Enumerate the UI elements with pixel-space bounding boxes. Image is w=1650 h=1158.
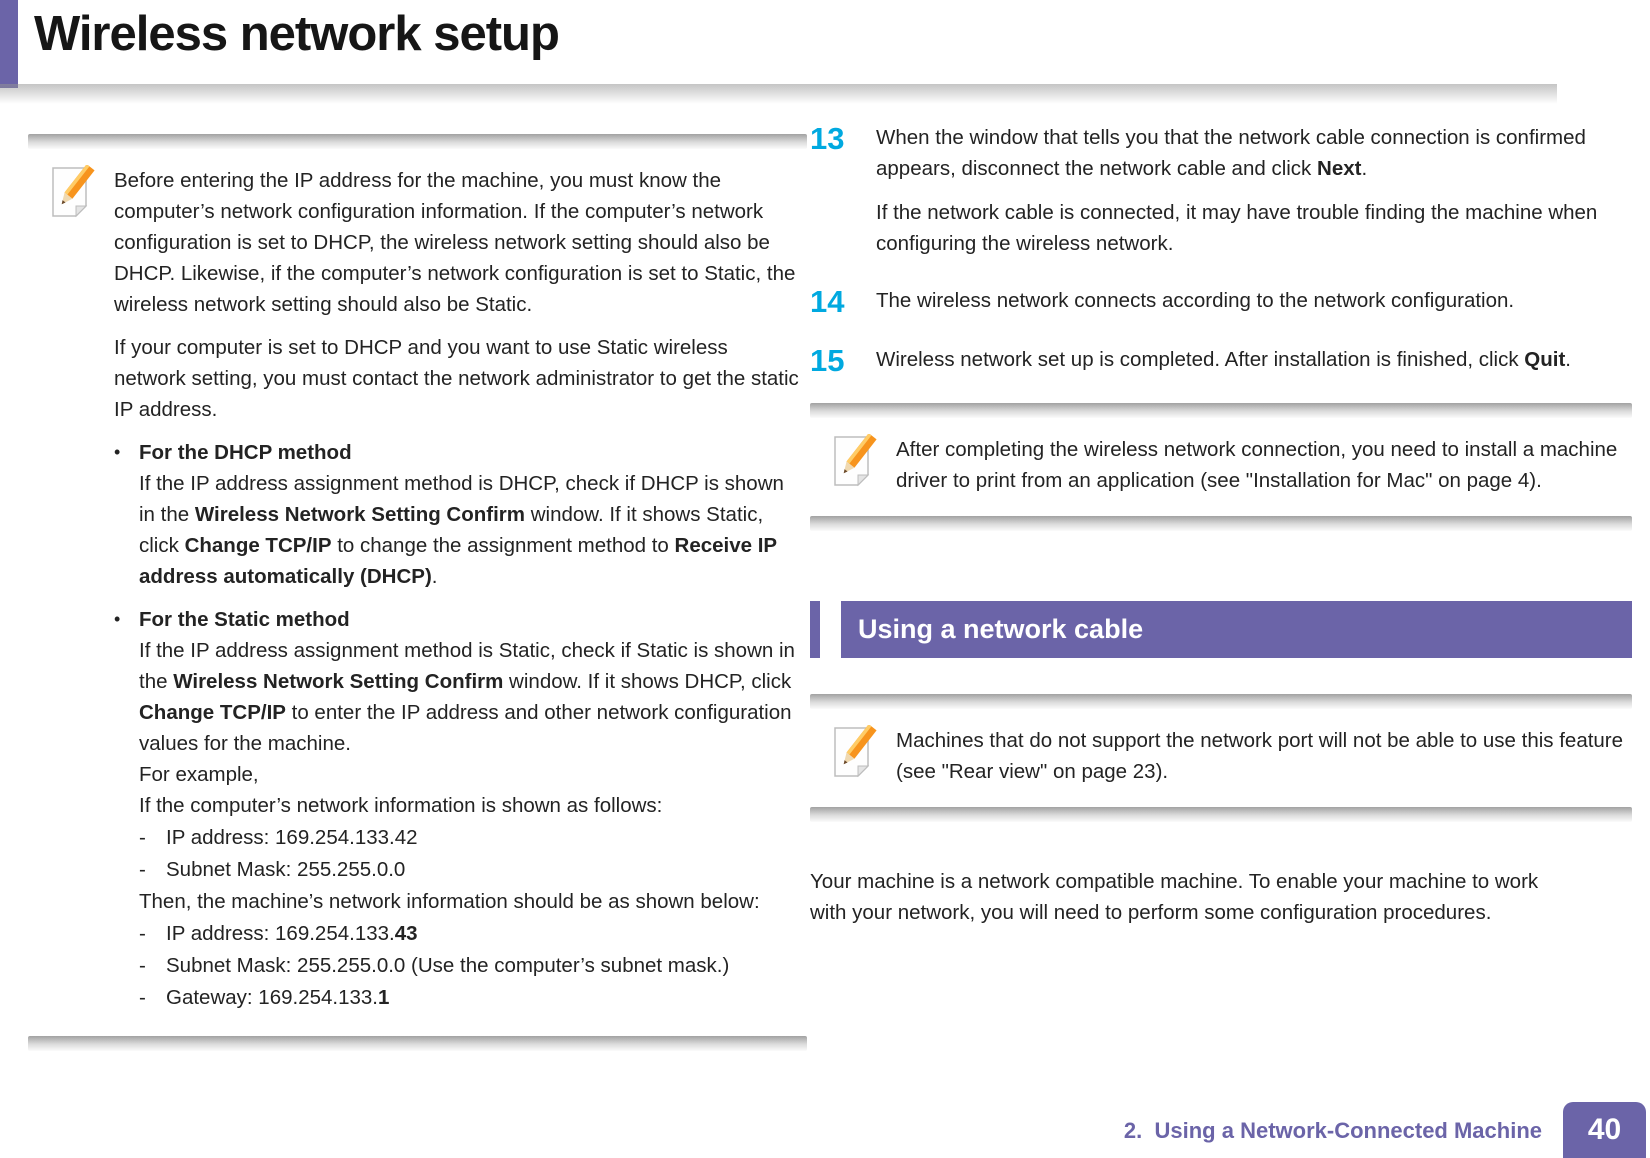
step-text: Wireless network set up is completed. Af…	[876, 344, 1632, 377]
note-pencil-icon	[834, 434, 877, 487]
step-text: The wireless network connects according …	[876, 285, 1632, 318]
step-13: 13 When the window that tells you that t…	[810, 122, 1632, 259]
note-bottom-border	[810, 807, 1632, 822]
section-header-title: Using a network cable	[841, 601, 1632, 658]
page-number: 40	[1587, 1113, 1622, 1146]
page-number-badge: 40	[1563, 1102, 1646, 1158]
list-item: - Subnet Mask: 255.255.0.0	[139, 858, 406, 881]
note-bottom-border	[810, 516, 1632, 531]
bullet-marker: •	[114, 609, 121, 629]
note-paragraph: After completing the wireless network co…	[896, 438, 1618, 492]
note-paragraph: Machines that do not support the network…	[896, 729, 1624, 783]
list-item: - IP address: 169.254.133.43	[139, 922, 418, 945]
note-paragraph: If your computer is set to DHCP and you …	[114, 336, 799, 421]
step-text: When the window that tells you that the …	[876, 122, 1632, 259]
note-pencil-icon	[834, 725, 877, 778]
note-top-border	[28, 134, 807, 149]
title-accent-bar	[0, 0, 18, 88]
bullet-body: If the IP address assignment method is D…	[139, 472, 784, 588]
note-box-network-port: Machines that do not support the network…	[810, 694, 1632, 822]
bullet-title: For the Static method	[139, 608, 350, 631]
list-item: - IP address: 169.254.133.42	[139, 826, 418, 849]
step-14: 14 The wireless network connects accordi…	[810, 285, 1632, 318]
step-15: 15 Wireless network set up is completed.…	[810, 344, 1632, 377]
example-intro: For example,	[139, 763, 259, 786]
footer-chapter-label: 2. Using a Network-Connected Machine	[1123, 1118, 1542, 1143]
page-title: Wireless network setup	[34, 7, 560, 61]
bullet-title: For the DHCP method	[139, 441, 352, 464]
bullet-item-dhcp: • For the DHCP method If the IP address …	[114, 437, 803, 592]
list-item: - Gateway: 169.254.133.1	[139, 986, 390, 1009]
note-top-border	[810, 403, 1632, 418]
note-top-border	[810, 694, 1632, 709]
example-condition: If the computer’s network information is…	[139, 794, 663, 817]
closing-paragraph: Your machine is a network compatible mac…	[810, 870, 1539, 924]
bullet-item-static: • For the Static method If the IP addres…	[114, 604, 803, 1014]
header-shadow	[0, 84, 1557, 106]
step-paragraph: The wireless network connects according …	[876, 289, 1515, 312]
note-bottom-border	[28, 1036, 807, 1051]
note-box-driver-install: After completing the wireless network co…	[810, 403, 1632, 531]
list-item: - Subnet Mask: 255.255.0.0 (Use the comp…	[139, 954, 730, 977]
section-header-tab	[810, 601, 820, 658]
note-pencil-icon	[52, 165, 95, 218]
then-line: Then, the machine’s network information …	[139, 890, 760, 913]
right-column: 13 When the window that tells you that t…	[810, 122, 1632, 928]
step-number: 14	[810, 284, 845, 319]
step-number: 13	[810, 121, 845, 156]
note-box-ip-address: Before entering the IP address for the m…	[28, 134, 807, 1051]
bullet-marker: •	[114, 442, 121, 462]
section-header-using-network-cable: Using a network cable	[810, 601, 1632, 658]
step-paragraph: If the network cable is connected, it ma…	[876, 201, 1598, 255]
step-paragraph: When the window that tells you that the …	[876, 126, 1586, 180]
step-number: 15	[810, 343, 845, 378]
note-paragraph: Before entering the IP address for the m…	[114, 169, 796, 316]
bullet-body: If the IP address assignment method is S…	[139, 639, 795, 755]
step-paragraph: Wireless network set up is completed. Af…	[876, 348, 1571, 371]
